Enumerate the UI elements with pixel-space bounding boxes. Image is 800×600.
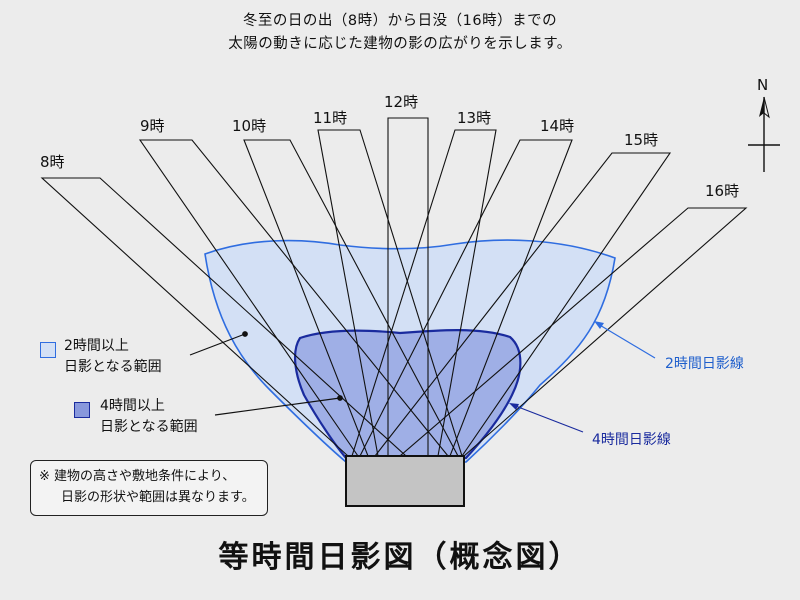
hour-label-16: 16時 <box>705 182 739 200</box>
four-hour-line-leader <box>512 404 584 433</box>
page-title: 等時間日影図（概念図） <box>218 540 582 575</box>
legend-4h-text: 4時間以上 日影となる範囲 <box>100 396 198 438</box>
two-hour-line-leader <box>597 323 656 359</box>
hour-label-9: 9時 <box>140 117 165 135</box>
legend-4h-leader <box>214 395 343 416</box>
hour-label-8: 8時 <box>40 153 65 171</box>
hour-label-10: 10時 <box>232 117 266 135</box>
intro-line-1: 冬至の日の出（8時）から日没（16時）までの <box>242 13 558 29</box>
hour-label-12: 12時 <box>384 93 418 111</box>
four-hour-shadow-area <box>294 329 522 460</box>
note-box: ※ 建物の高さや敷地条件により、 日影の形状や範囲は異なります。 <box>30 460 268 516</box>
hour-label-14: 14時 <box>540 117 574 135</box>
legend-2h-line2: 日影となる範囲 <box>64 359 162 375</box>
legend-4h-swatch <box>74 402 90 418</box>
note-line-1: ※ 建物の高さや敷地条件により、 <box>39 469 236 484</box>
hour-label-15: 15時 <box>624 131 658 149</box>
note-line-2: 日影の形状や範囲は異なります。 <box>61 490 255 505</box>
legend-2h-swatch <box>40 342 56 358</box>
intro-text: 冬至の日の出（8時）から日没（16時）までの 太陽の動きに応じた建物の影の広がり… <box>0 10 800 56</box>
hour-label-11: 11時 <box>313 109 347 127</box>
four-hour-line-label: 4時間日影線 <box>592 432 671 448</box>
two-hour-line-label: 2時間日影線 <box>665 356 744 372</box>
building <box>345 455 465 507</box>
north-label: N <box>757 76 768 94</box>
legend-4h-line1: 4時間以上 <box>100 398 165 414</box>
legend-2h-line1: 2時間以上 <box>64 338 129 354</box>
hour-labels: 8時 9時 10時 11時 12時 13時 14時 15時 16時 <box>40 93 739 200</box>
hour-label-13: 13時 <box>457 109 491 127</box>
legend-2h-text: 2時間以上 日影となる範囲 <box>64 336 162 378</box>
legend-2h-leader <box>189 331 248 356</box>
north-arrow-icon: N <box>748 76 780 172</box>
intro-line-2: 太陽の動きに応じた建物の影の広がりを示します。 <box>228 36 572 52</box>
legend-4h-line2: 日影となる範囲 <box>100 419 198 435</box>
